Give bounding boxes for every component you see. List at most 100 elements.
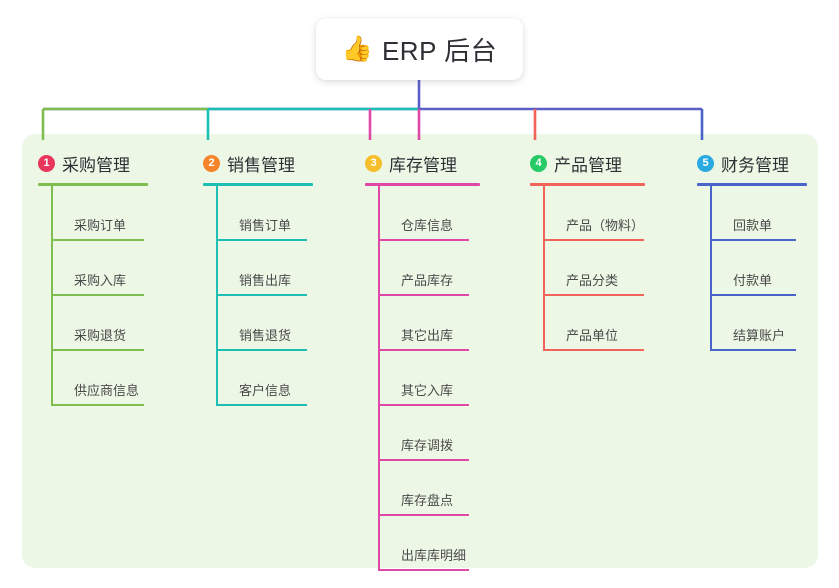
menu-item-label: 供应商信息 (74, 383, 140, 398)
menu-item-label: 采购订单 (74, 218, 127, 233)
item-connector (216, 241, 218, 296)
item-connector (378, 241, 380, 296)
menu-item-label: 回款单 (733, 218, 773, 233)
column-underline (530, 183, 645, 186)
column-title: 财务管理 (721, 155, 789, 175)
menu-item-underline (217, 404, 307, 406)
item-connector (710, 296, 712, 351)
menu-item[interactable]: 结算账户 (709, 296, 807, 351)
menu-item-label: 采购退货 (74, 328, 127, 343)
menu-item-underline (711, 239, 796, 241)
menu-item[interactable]: 销售出库 (215, 241, 313, 296)
menu-item-underline (711, 294, 796, 296)
menu-item-label: 产品分类 (566, 273, 619, 288)
column-number-badge: 4 (530, 154, 547, 172)
menu-item-underline (379, 569, 469, 571)
menu-item[interactable]: 采购退货 (50, 296, 148, 351)
column-number-badge: 5 (697, 154, 714, 172)
item-connector (378, 296, 380, 351)
item-connector (216, 186, 218, 241)
item-connector (710, 186, 712, 241)
menu-item-label: 结算账户 (733, 328, 786, 343)
menu-item-label: 产品单位 (566, 328, 619, 343)
menu-item[interactable]: 销售退货 (215, 296, 313, 351)
menu-item[interactable]: 仓库信息 (377, 186, 480, 241)
column-underline (365, 183, 480, 186)
menu-item-underline (217, 294, 307, 296)
thumbs-up-icon: 👍 (341, 34, 373, 63)
menu-item[interactable]: 产品（物料） (542, 186, 645, 241)
menu-item-underline (379, 349, 469, 351)
item-connector (378, 516, 380, 571)
menu-item-underline (379, 239, 469, 241)
menu-item[interactable]: 库存调拨 (377, 406, 480, 461)
column-items: 产品（物料） 产品分类产品单位 (542, 186, 645, 351)
menu-item-underline (52, 404, 144, 406)
column-title: 产品管理 (554, 155, 622, 175)
menu-item-label: 产品（物料） (566, 218, 645, 233)
menu-item[interactable]: 供应商信息 (50, 351, 148, 406)
menu-item-underline (544, 349, 644, 351)
menu-item-label: 销售退货 (239, 328, 292, 343)
item-connector (378, 351, 380, 406)
menu-item-underline (379, 294, 469, 296)
item-connector (216, 351, 218, 406)
root-node[interactable]: 👍 ERP 后台 (316, 18, 523, 80)
column-title: 销售管理 (227, 155, 295, 175)
item-connector (378, 461, 380, 516)
item-connector (710, 241, 712, 296)
menu-item-underline (379, 404, 469, 406)
column-title: 采购管理 (62, 155, 130, 175)
menu-item[interactable]: 库存盘点 (377, 461, 480, 516)
menu-item-label: 仓库信息 (401, 218, 454, 233)
menu-item-label: 出库库明细 (401, 548, 467, 563)
item-connector (51, 186, 53, 241)
menu-item-underline (217, 239, 307, 241)
menu-item[interactable]: 产品库存 (377, 241, 480, 296)
item-connector (543, 296, 545, 351)
menu-item[interactable]: 采购入库 (50, 241, 148, 296)
column-number-badge: 1 (38, 154, 55, 172)
menu-item-underline (711, 349, 796, 351)
menu-item[interactable]: 其它入库 (377, 351, 480, 406)
column-items: 仓库信息产品库存其它出库其它入库库存调拨库存盘点出库库明细 (377, 186, 480, 571)
menu-item[interactable]: 回款单 (709, 186, 807, 241)
menu-item-underline (544, 294, 644, 296)
menu-item-underline (379, 514, 469, 516)
menu-item-label: 付款单 (733, 273, 773, 288)
column-header[interactable]: 1 采购管理 (38, 148, 148, 178)
menu-item-label: 库存调拨 (401, 438, 454, 453)
menu-item-label: 采购入库 (74, 273, 127, 288)
column-underline (38, 183, 148, 186)
menu-item[interactable]: 付款单 (709, 241, 807, 296)
column-items: 销售订单销售出库销售退货客户信息 (215, 186, 313, 406)
item-connector (543, 241, 545, 296)
menu-item-label: 其它出库 (401, 328, 454, 343)
column-underline (697, 183, 807, 186)
menu-item[interactable]: 销售订单 (215, 186, 313, 241)
column-items: 采购订单采购入库采购退货供应商信息 (50, 186, 148, 406)
item-connector (216, 296, 218, 351)
menu-item-label: 销售出库 (239, 273, 292, 288)
menu-item[interactable]: 其它出库 (377, 296, 480, 351)
menu-item-underline (379, 459, 469, 461)
item-connector (51, 351, 53, 406)
item-connector (51, 241, 53, 296)
menu-item[interactable]: 出库库明细 (377, 516, 480, 571)
column-underline (203, 183, 313, 186)
item-connector (543, 186, 545, 241)
menu-item[interactable]: 产品单位 (542, 296, 645, 351)
menu-item[interactable]: 产品分类 (542, 241, 645, 296)
menu-item-label: 其它入库 (401, 383, 454, 398)
menu-item[interactable]: 采购订单 (50, 186, 148, 241)
menu-item-underline (544, 239, 644, 241)
column-header[interactable]: 5 财务管理 (697, 148, 807, 178)
column-header[interactable]: 4 产品管理 (530, 148, 645, 178)
menu-item[interactable]: 客户信息 (215, 351, 313, 406)
